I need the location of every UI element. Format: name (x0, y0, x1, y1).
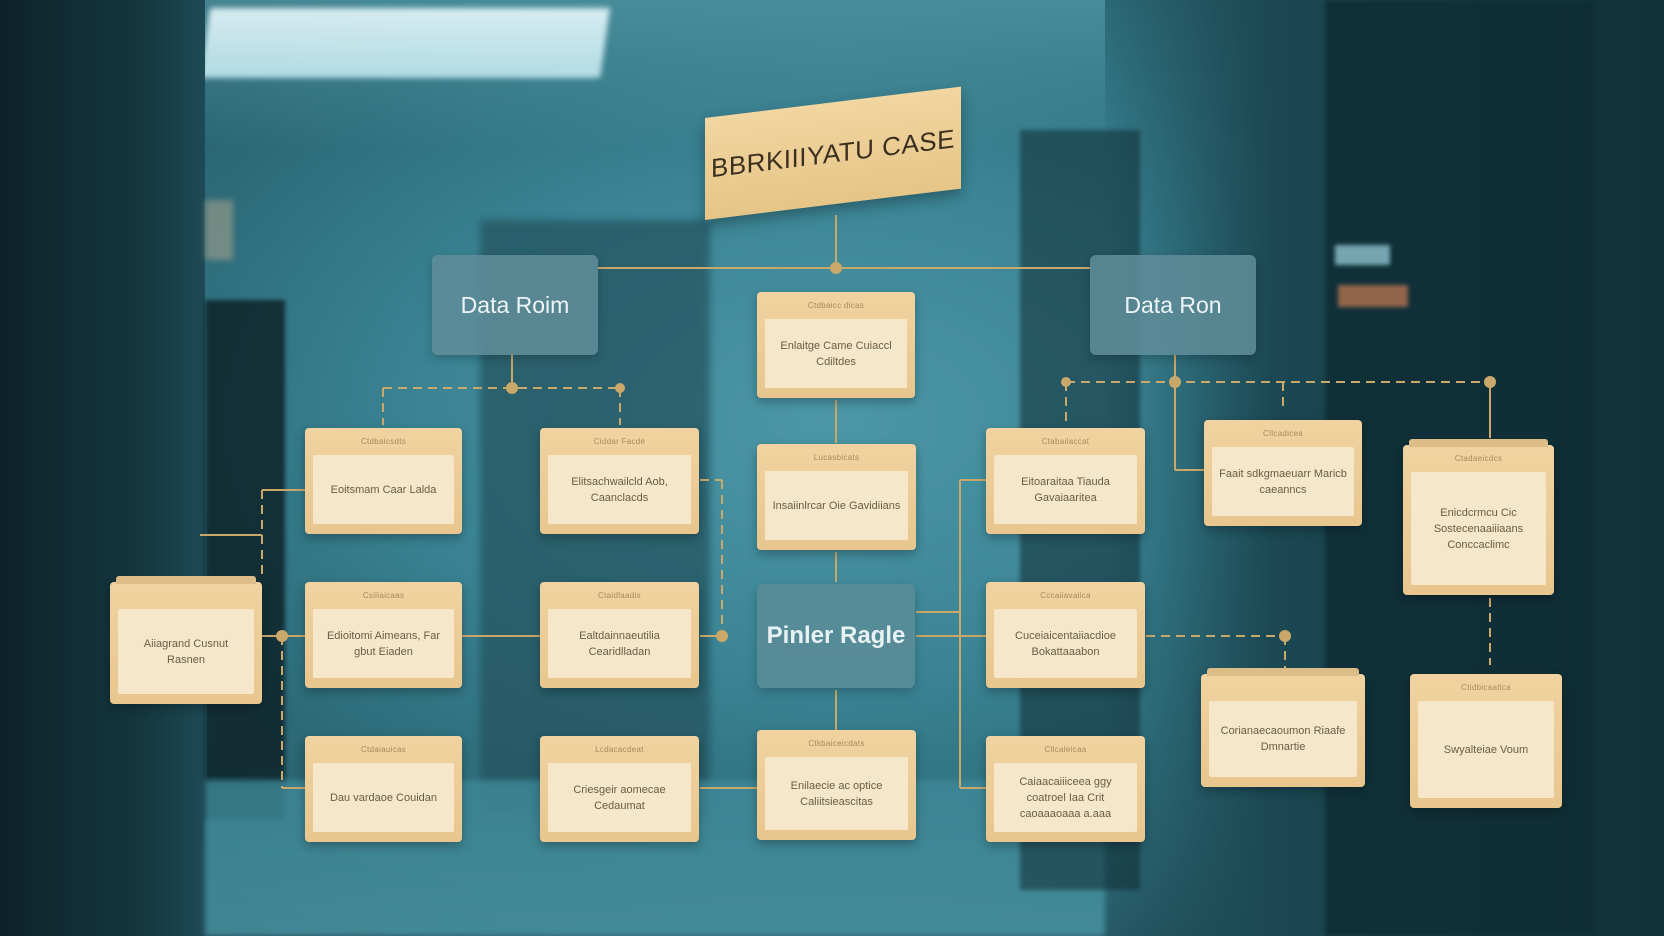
door-sign (1338, 285, 1408, 307)
connector-node (716, 630, 728, 642)
card-header: Lcdacacdeat (595, 745, 644, 754)
document-card[interactable]: Ctaidlaadis Ealtdainnaeutilia Cearidllad… (540, 582, 699, 688)
card-text: Dau vardaoe Couidan (313, 763, 454, 832)
document-card[interactable]: Ctidbicaatlca Swyalteiae Voum (1410, 674, 1562, 808)
connector-node (1061, 377, 1071, 387)
room-label: Pinler Ragle (766, 622, 906, 649)
card-text: Corianaecaoumon Riaafe Dmnartie (1209, 701, 1357, 777)
card-header: Ctadaeicdcs (1454, 454, 1503, 463)
card-text: Elitsachwailcld Aob, Caanclacds (548, 455, 691, 524)
document-card[interactable]: Cccaiiavaiica Cuceiaicentaiiacdioe Bokat… (986, 582, 1145, 688)
card-text: Enicdcrmcu Cic Sostecenaaiiiaans Conccac… (1411, 472, 1546, 585)
folder-tab (116, 576, 256, 584)
document-card[interactable]: Cllcaleicaa Caiaacaiiiceea ggy coatroel … (986, 736, 1145, 842)
card-header: Ctabailaccat (1041, 437, 1090, 446)
connector-node (506, 382, 518, 394)
card-text: Enlaitge Came Cuiaccl Cdiltdes (765, 319, 907, 388)
connector-node (1169, 376, 1181, 388)
dark-doorway (205, 300, 285, 820)
wall-sign (205, 200, 233, 260)
document-card[interactable]: Ctadaeicdcs Enicdcrmcu Cic Sostecenaaiii… (1403, 439, 1554, 595)
card-header: Ctkbaiceicdats (808, 739, 865, 748)
case-title: BBRKIIIYATU CASE (711, 122, 955, 183)
card-text: Insaiinlrcar Oie Gavidiians (765, 471, 908, 540)
card-text: Cuceiaicentaiiacdioe Bokattaaabon (994, 609, 1137, 678)
card-text: Ealtdainnaeutilia Cearidlladan (548, 609, 691, 678)
card-header: Ctdaiauicas (360, 745, 407, 754)
document-card[interactable]: Csiliaicaas Edioitomi Aimeans, Far gbut … (305, 582, 462, 688)
room-node-right[interactable]: Data Ron (1090, 255, 1256, 355)
card-text: Enilaecie ac optice Caliitsieascitas (765, 757, 908, 830)
card-text: Faait sdkgmaeuarr Maricb caeanncs (1212, 447, 1354, 516)
folder-tab (1409, 439, 1548, 447)
card-text: Criesgeir aomecae Cedaumat (548, 763, 691, 832)
card-text: Edioitomi Aimeans, Far gbut Eiaden (313, 609, 454, 678)
room-label: Data Ron (1124, 291, 1222, 318)
card-header: Cccaiiavaiica (1040, 591, 1091, 600)
document-card[interactable]: Lcdacacdeat Criesgeir aomecae Cedaumat (540, 736, 699, 842)
card-text: Swyalteiae Voum (1418, 701, 1554, 798)
door-sign (1335, 245, 1390, 265)
card-text: Caiaacaiiiceea ggy coatroel Iaa Crit cao… (994, 763, 1137, 832)
card-text: Aiiagrand Cusnut Rasnen (118, 609, 254, 694)
document-card[interactable]: Lucasbicats Insaiinlrcar Oie Gavidiians (757, 444, 916, 550)
document-card[interactable]: Ctdbaicc dicas Enlaitge Came Cuiaccl Cdi… (757, 292, 915, 398)
card-header: Ciddar Facde (593, 437, 646, 446)
folder-card[interactable]: Aiiagrand Cusnut Rasnen (110, 576, 262, 704)
card-header: Ctaidlaadis (598, 591, 641, 600)
connector-node (1279, 630, 1291, 642)
card-header: Lucasbicats (813, 453, 860, 462)
card-text: Eoitsmam Caar Lalda (313, 455, 454, 524)
card-header: Ctdbaicsdts (360, 437, 407, 446)
document-card[interactable]: Ctabailaccat Eitoaraitaa Tiauda Gavaiaar… (986, 428, 1145, 534)
card-header: Csiliaicaas (362, 591, 405, 600)
document-card[interactable]: Cllcadicea Faait sdkgmaeuarr Maricb caea… (1204, 420, 1362, 526)
folder-card[interactable]: Corianaecaoumon Riaafe Dmnartie (1201, 668, 1365, 787)
room-node-center[interactable]: Pinler Ragle (757, 584, 915, 688)
card-header: Ctdbaicc dicas (807, 301, 865, 310)
document-card[interactable]: Ctkbaiceicdats Enilaecie ac optice Calii… (757, 730, 916, 840)
left-wall (0, 0, 205, 936)
card-header: Cllcaleicaa (1044, 745, 1087, 754)
room-node-left[interactable]: Data Roim (432, 255, 598, 355)
document-card[interactable]: Ctdaiauicas Dau vardaoe Couidan (305, 736, 462, 842)
document-card[interactable]: Ctdbaicsdts Eoitsmam Caar Lalda (305, 428, 462, 534)
connector-node (276, 630, 288, 642)
card-header: Ctidbicaatlca (1461, 683, 1511, 692)
folder-tab (1207, 668, 1359, 676)
connector-node (1484, 376, 1496, 388)
document-card[interactable]: Ciddar Facde Elitsachwailcld Aob, Caancl… (540, 428, 699, 534)
card-text: Eitoaraitaa Tiauda Gavaiaaritea (994, 455, 1137, 524)
room-label: Data Roim (460, 291, 570, 318)
connector-node (615, 383, 625, 393)
card-header: Cllcadicea (1263, 429, 1303, 438)
connector-node (830, 262, 842, 274)
